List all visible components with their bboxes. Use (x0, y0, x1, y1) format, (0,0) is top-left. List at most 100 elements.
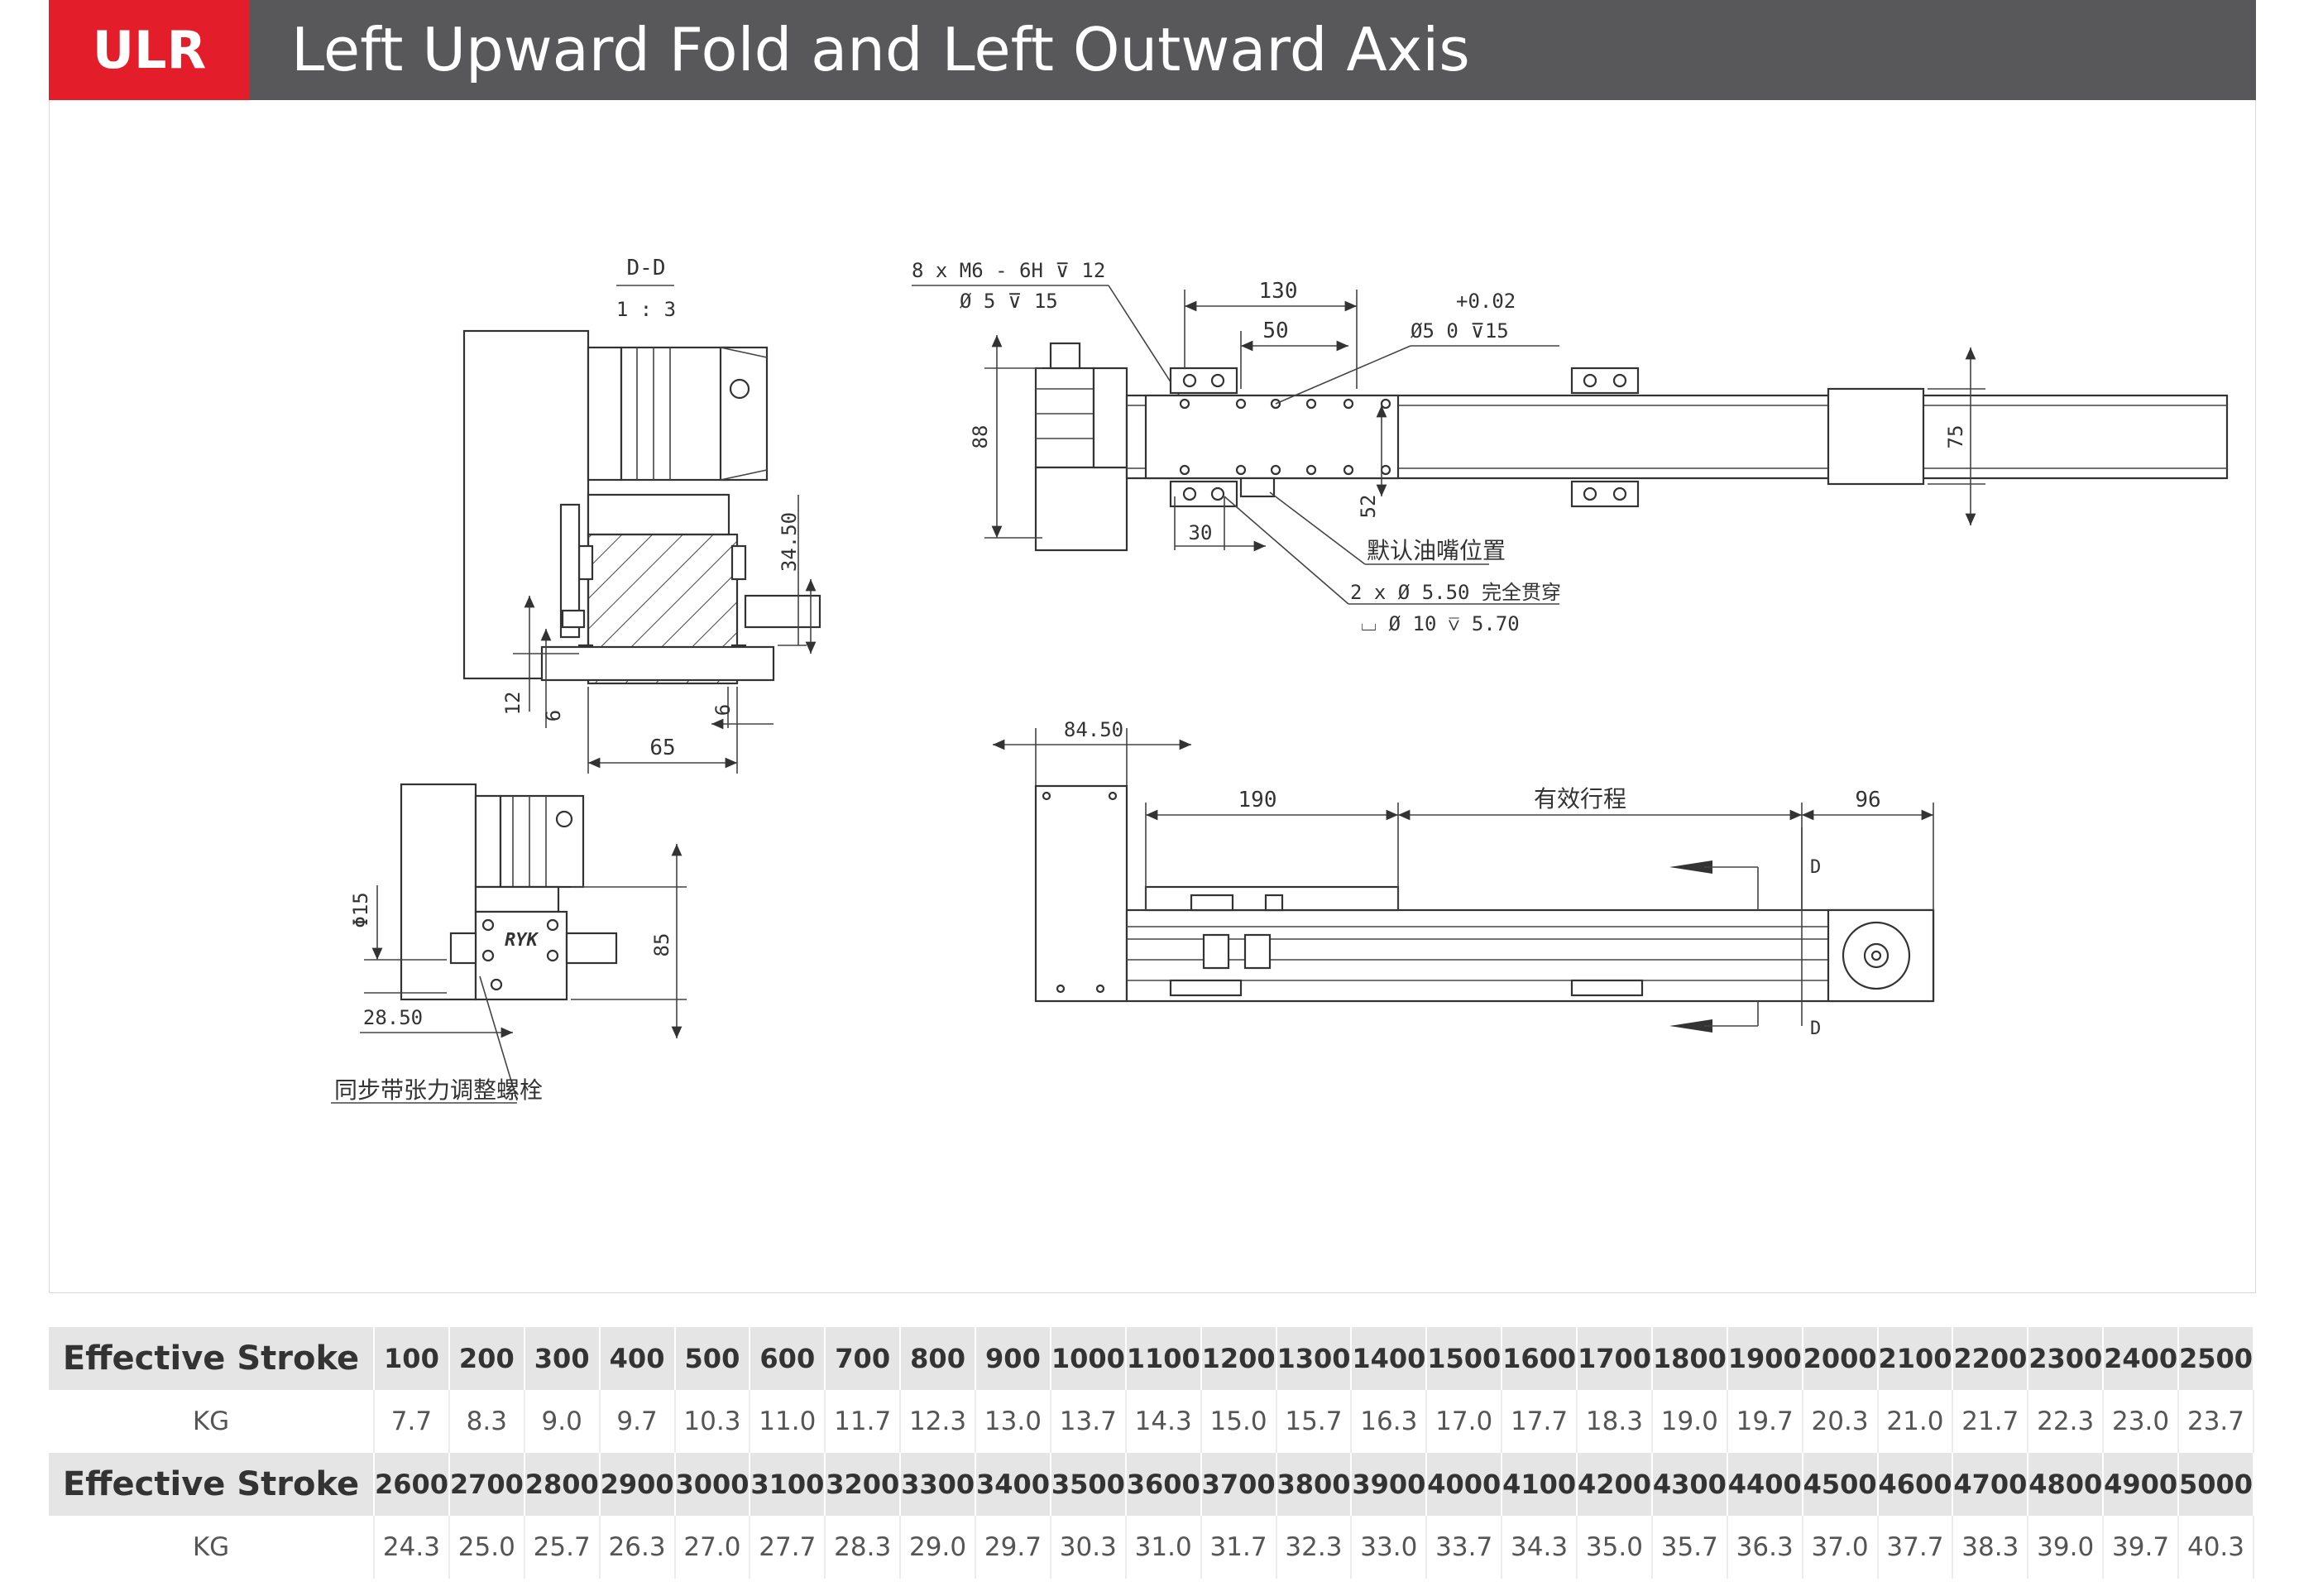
stroke-cell: 800 (900, 1327, 976, 1390)
kg-cell: 13.0 (975, 1390, 1051, 1453)
kg-cell: 35.0 (1577, 1516, 1653, 1579)
stroke-cell: 2500 (2178, 1327, 2254, 1390)
kg-cell: 25.7 (524, 1516, 601, 1579)
kg-cell: 15.7 (1276, 1390, 1353, 1453)
oil-nozzle-label: 默认油嘴位置 (1367, 537, 1506, 564)
ryk-logo: RYK (505, 930, 539, 951)
page-title: Left Upward Fold and Left Outward Axis (291, 15, 1470, 84)
stroke-row-1: Effective Stroke 100 200 300 400 500 600… (49, 1327, 2254, 1390)
kg-cell: 18.3 (1577, 1390, 1653, 1453)
stroke-cell: 4900 (2103, 1453, 2179, 1516)
kg-cell: 9.7 (599, 1390, 676, 1453)
stroke-cell: 3900 (1351, 1453, 1428, 1516)
kg-cell: 28.3 (825, 1516, 902, 1579)
stroke-cell: 2900 (599, 1453, 676, 1516)
dim-75: 75 (1944, 425, 1967, 449)
kg-header: KG (49, 1390, 375, 1453)
kg-cell: 29.7 (975, 1516, 1051, 1579)
stroke-cell: 2200 (1952, 1327, 2029, 1390)
kg-cell: 23.7 (2178, 1390, 2254, 1453)
stroke-cell: 4600 (1877, 1453, 1954, 1516)
section-view-dd: D-D 1 : 3 34.50 1 (462, 256, 821, 774)
dim-88: 88 (969, 425, 992, 449)
side-view: 84.50 190 有效行程 96 D D (993, 718, 1935, 1039)
stroke-cell: 4700 (1952, 1453, 2029, 1516)
dim-30: 30 (1189, 521, 1213, 544)
kg-cell: 31.7 (1200, 1516, 1277, 1579)
stroke-weight-table: Effective Stroke 100 200 300 400 500 600… (49, 1327, 2254, 1579)
kg-cell: 12.3 (900, 1390, 976, 1453)
kg-cell: 27.7 (750, 1516, 826, 1579)
top-view: 8 x M6 - 6H ⊽ 12 Ø 5 ⊽ 15 (912, 259, 2229, 635)
section-label: D-D (627, 256, 666, 280)
belt-tension-bolt-label: 同步带张力调整螺栓 (334, 1076, 543, 1104)
kg-cell: 26.3 (599, 1516, 676, 1579)
kg-cell: 15.0 (1200, 1390, 1277, 1453)
kg-cell: 25.0 (448, 1516, 525, 1579)
kg-row-1: KG 7.7 8.3 9.0 9.7 10.3 11.0 11.7 12.3 1… (49, 1390, 2254, 1453)
hole-spec-line2: ⌴ Ø 10 ⊽ 5.70 (1361, 612, 1520, 635)
kg-cell: 37.0 (1802, 1516, 1879, 1579)
dim-85: 85 (650, 933, 673, 957)
kg-cell: 17.0 (1426, 1390, 1503, 1453)
end-view: RYK Φ15 85 28.50 同步带张力调整螺栓 (331, 783, 687, 1104)
stroke-cell: 700 (825, 1327, 902, 1390)
stroke-cell: 1300 (1276, 1327, 1353, 1390)
stroke-cell: 4200 (1577, 1453, 1653, 1516)
kg-cell: 40.3 (2178, 1516, 2254, 1579)
stroke-cell: 4000 (1426, 1453, 1503, 1516)
stroke-cell: 2400 (2103, 1327, 2179, 1390)
dim-190: 190 (1238, 788, 1277, 812)
stroke-cell: 900 (975, 1327, 1051, 1390)
stroke-cell: 4800 (2028, 1453, 2105, 1516)
stroke-cell: 2700 (448, 1453, 525, 1516)
kg-cell: 8.3 (448, 1390, 525, 1453)
kg-cell: 39.0 (2028, 1516, 2105, 1579)
dim-28-50: 28.50 (363, 1006, 423, 1029)
stroke-cell: 2800 (524, 1453, 601, 1516)
stroke-cell: 3000 (674, 1453, 751, 1516)
kg-cell: 10.3 (674, 1390, 751, 1453)
dim-52: 52 (1357, 495, 1380, 519)
thread-spec-line1: 8 x M6 - 6H ⊽ 12 (912, 259, 1105, 282)
stroke-cell: 2100 (1877, 1327, 1954, 1390)
kg-cell: 22.3 (2028, 1390, 2105, 1453)
kg-cell: 30.3 (1050, 1516, 1127, 1579)
kg-row-2: KG 24.3 25.0 25.7 26.3 27.0 27.7 28.3 29… (49, 1516, 2254, 1579)
kg-cell: 35.7 (1651, 1516, 1728, 1579)
dim-6b: 6 (711, 704, 735, 716)
kg-cell: 13.7 (1050, 1390, 1127, 1453)
dim-phi15: Φ15 (349, 892, 372, 927)
kg-cell: 29.0 (900, 1516, 976, 1579)
dim-50: 50 (1262, 319, 1288, 343)
stroke-cell: 300 (524, 1327, 601, 1390)
stroke-row-2: Effective Stroke 2600 2700 2800 2900 300… (49, 1453, 2254, 1516)
kg-cell: 38.3 (1952, 1516, 2029, 1579)
stroke-cell: 1700 (1577, 1327, 1653, 1390)
kg-cell: 19.7 (1727, 1390, 1803, 1453)
kg-cell: 14.3 (1125, 1390, 1202, 1453)
kg-cell: 39.7 (2103, 1516, 2179, 1579)
section-scale: 1 : 3 (616, 298, 676, 321)
stroke-cell: 5000 (2178, 1453, 2254, 1516)
kg-cell: 23.0 (2103, 1390, 2179, 1453)
kg-cell: 11.0 (750, 1390, 826, 1453)
stroke-cell: 1400 (1351, 1327, 1428, 1390)
stroke-cell: 200 (448, 1327, 525, 1390)
stroke-cell: 3400 (975, 1453, 1051, 1516)
kg-cell: 27.0 (674, 1516, 751, 1579)
dim-84-50: 84.50 (1064, 718, 1123, 741)
stroke-cell: 3300 (900, 1453, 976, 1516)
kg-cell: 21.0 (1877, 1390, 1954, 1453)
stroke-cell: 1100 (1125, 1327, 1202, 1390)
pin-spec: Ø5 0 ⊽15 (1411, 319, 1509, 343)
kg-cell: 32.3 (1276, 1516, 1353, 1579)
stroke-cell: 3200 (825, 1453, 902, 1516)
stroke-cell: 2000 (1802, 1327, 1879, 1390)
kg-cell: 11.7 (825, 1390, 902, 1453)
stroke-cell: 1500 (1426, 1327, 1503, 1390)
stroke-cell: 100 (374, 1327, 450, 1390)
kg-cell: 24.3 (374, 1516, 450, 1579)
stroke-cell: 4100 (1502, 1453, 1578, 1516)
page-header: ULR Left Upward Fold and Left Outward Ax… (49, 0, 2256, 100)
